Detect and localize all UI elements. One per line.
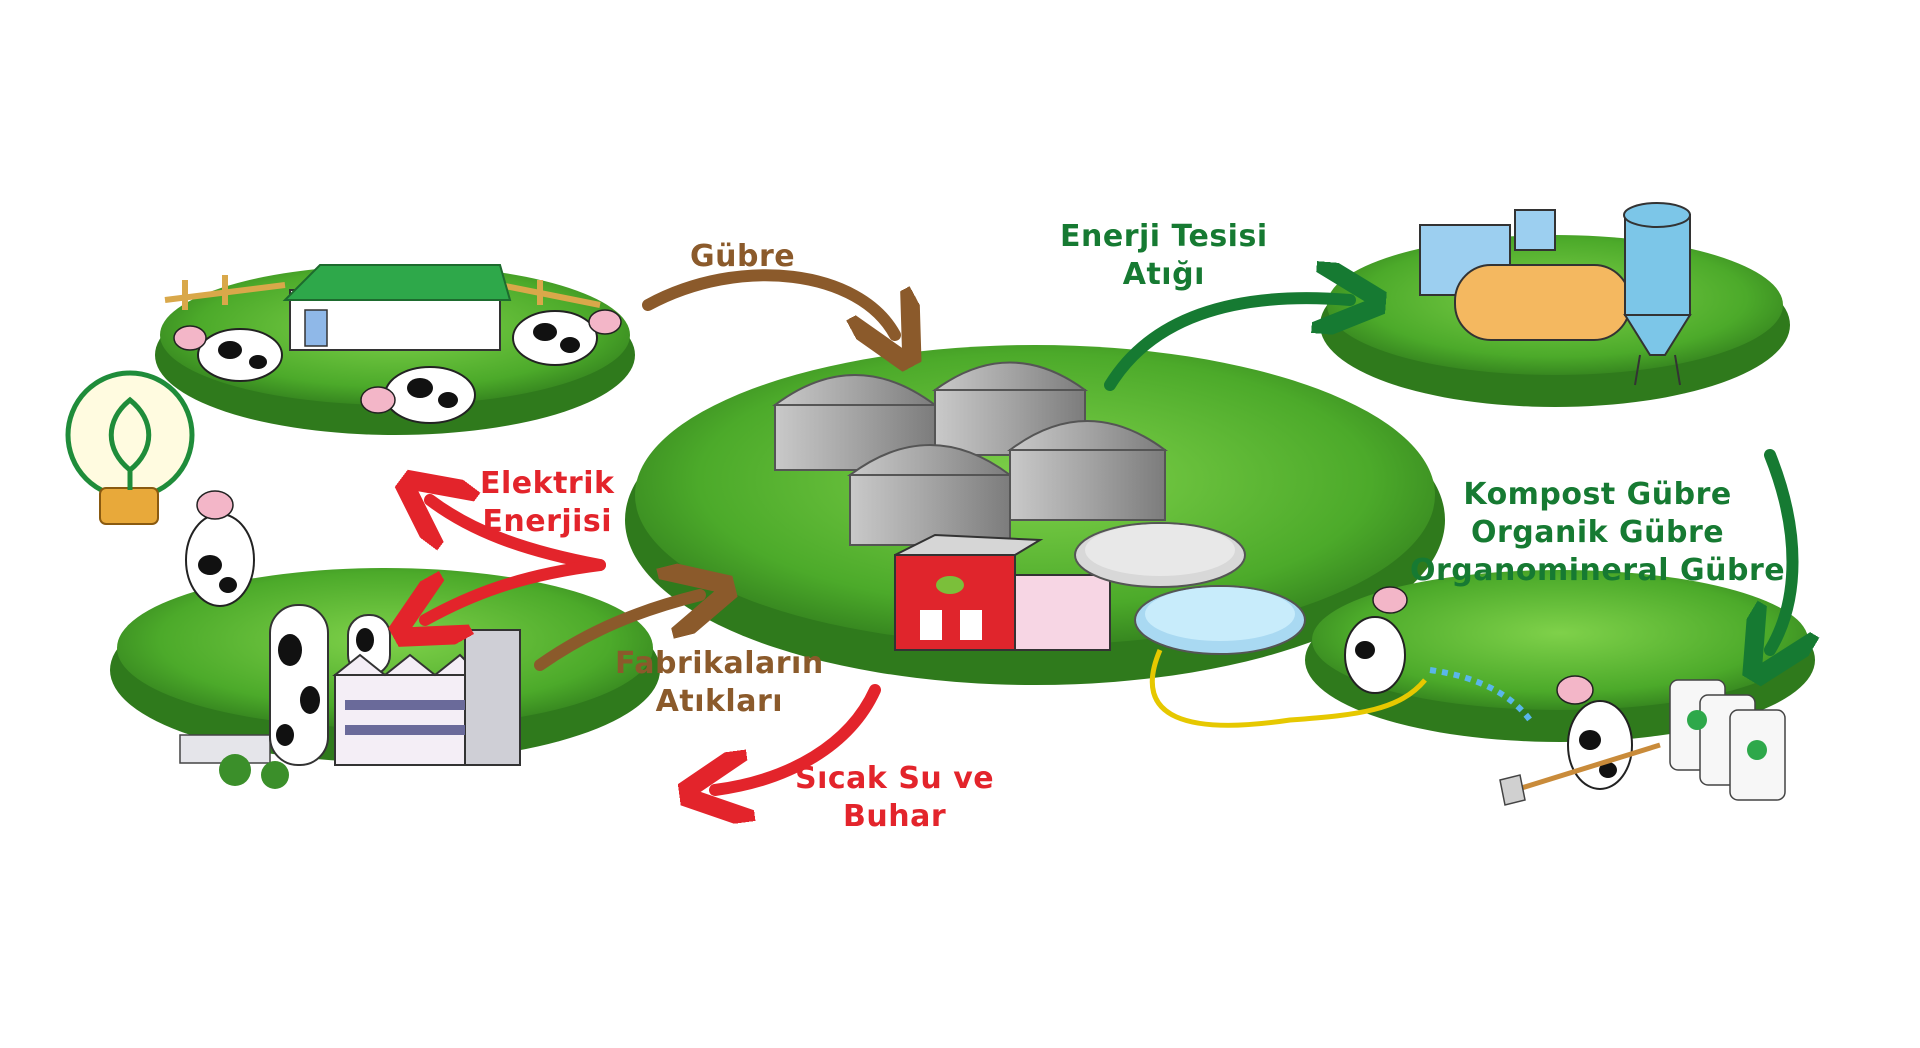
water-hose-icon [1149, 649, 1533, 728]
label-line: Enerjisi [482, 504, 613, 539]
label-line: Buhar [843, 799, 947, 834]
label-gubre-text: Gübre [690, 239, 796, 274]
label-line: Kompost Gübre [1463, 477, 1732, 512]
cow-icon [1499, 675, 1661, 806]
arrow-gubre-turleri [1770, 449, 1793, 650]
label-line: Atıkları [655, 684, 784, 719]
arrow-fabrikalarin-atiklari [534, 595, 700, 671]
energy-plant [1419, 202, 1692, 386]
settling-tank [1134, 585, 1306, 655]
label-line: Organomineral Gübre [1410, 553, 1786, 588]
label-gubre-turleri: Kompost Gübre Organik Gübre Organominera… [1410, 476, 1785, 590]
control-building [894, 533, 1111, 651]
cow-icon [360, 366, 476, 424]
label-line: Elektrik [480, 466, 615, 501]
label-line: Enerji Tesisi [1060, 219, 1268, 254]
barn [282, 264, 512, 351]
fertilizer-bag-icon [1669, 679, 1786, 801]
biogas-dome-icon [1007, 420, 1169, 521]
label-sicak-su-ve-buhar: Sıcak Su ve Buhar [795, 760, 994, 836]
label-enerji-tesisi-atigi: Enerji Tesisi Atığı [1060, 218, 1268, 294]
cow-icon [173, 325, 283, 382]
arrow-sicak-su-ve-buhar [715, 684, 881, 790]
label-elektrik-enerjisi: Elektrik Enerjisi [480, 465, 614, 541]
arrow-enerji-tesisi-atigi [1104, 298, 1350, 391]
farm-fence [164, 275, 601, 310]
label-line: Organik Gübre [1470, 515, 1725, 550]
cow-icon [1344, 586, 1408, 694]
arrow-gubre [642, 269, 895, 335]
label-fabrikalarin-atiklari: Fabrikaların Atıkları [615, 645, 824, 721]
cow-icon [185, 490, 255, 607]
label-line: Sıcak Su ve [795, 761, 995, 796]
settling-tank [1074, 522, 1246, 588]
label-line: Atığı [1122, 257, 1205, 292]
arrow-elektrik-enerjisi-lower [425, 559, 606, 620]
dairy-factory [179, 604, 521, 789]
biogas-dome-icon [846, 444, 1014, 546]
label-line: Fabrikaların [615, 646, 824, 681]
cow-icon [512, 309, 622, 366]
label-gubre: Gübre [690, 238, 795, 276]
lightbulb-leaf-icon [65, 370, 195, 525]
arrow-elektrik-enerjisi-upper [430, 500, 606, 571]
